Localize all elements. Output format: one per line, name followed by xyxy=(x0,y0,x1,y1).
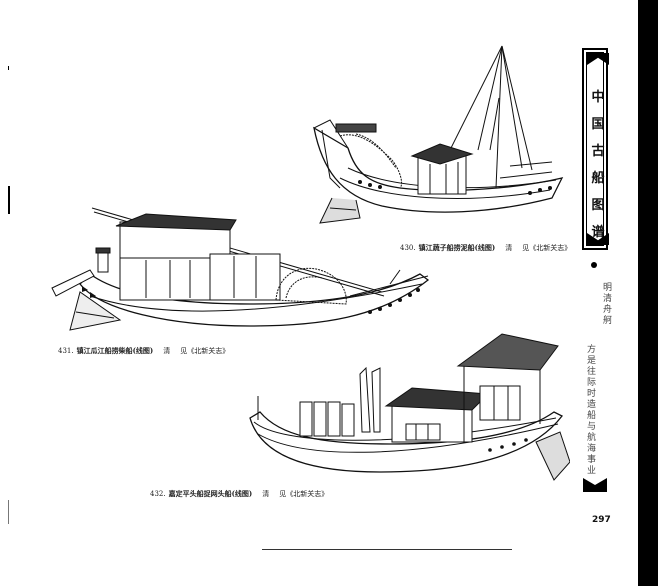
bottom-scan-rule xyxy=(262,549,512,550)
figure-430-source: 见《北新关志》 xyxy=(522,244,572,252)
section-column-2: 方是往际时造船与航海事业 xyxy=(585,344,595,476)
figure-430-title: 镇江蔬子船捞泥船(线图) xyxy=(418,243,496,252)
book-title: 中 国 古 船 图 谱 xyxy=(587,91,609,240)
book-title-char: 国 xyxy=(591,117,605,132)
figure-430-era: 清 xyxy=(505,244,513,252)
figure-431-number: 431. xyxy=(58,347,74,355)
figure-431-illustration xyxy=(51,207,430,331)
book-title-frame: 中 国 古 船 图 谱 xyxy=(586,52,609,246)
figure-432-era: 清 xyxy=(262,490,270,498)
figure-432-number: 432. xyxy=(150,490,166,498)
bottom-chevron-marker-icon xyxy=(583,478,607,492)
figure-432-title: 嘉定平头船捉网头船(线图) xyxy=(168,489,253,498)
bullet-dot-icon xyxy=(591,262,597,268)
book-title-char: 图 xyxy=(591,198,605,213)
book-title-char: 船 xyxy=(591,171,605,186)
figure-432-source: 见《北新关志》 xyxy=(279,490,329,498)
book-title-char: 谱 xyxy=(591,225,605,240)
page-edge-shadow xyxy=(638,0,658,586)
banner-top-chevron-icon xyxy=(587,53,609,65)
figure-430-caption: 430.镇江蔬子船捞泥船(线图) 清 见《北新关志》 xyxy=(400,243,571,253)
figure-431-title: 镇江瓜江船捞柴船(线图) xyxy=(76,346,154,355)
left-margin-mark xyxy=(8,186,10,214)
book-title-char: 中 xyxy=(591,90,605,105)
page-number: 297 xyxy=(592,515,611,525)
figure-431-era: 清 xyxy=(163,347,171,355)
left-margin-dot xyxy=(8,66,9,70)
book-title-char: 古 xyxy=(591,144,605,159)
figure-432-illustration xyxy=(249,333,570,481)
figure-431-source: 见《北新关志》 xyxy=(180,347,230,355)
book-title-banner: 中 国 古 船 图 谱 xyxy=(582,48,609,250)
figure-431-caption: 431.镇江瓜江船捞柴船(线图) 清 见《北新关志》 xyxy=(58,346,229,356)
figure-430-illustration xyxy=(313,45,564,224)
figure-432-caption: 432.嘉定平头船捉网头船(线图) 清 见《北新关志》 xyxy=(150,489,328,499)
left-margin-dot xyxy=(8,500,9,524)
section-column-1: 明清舟舸 xyxy=(601,282,611,326)
figure-430-number: 430. xyxy=(400,244,416,252)
